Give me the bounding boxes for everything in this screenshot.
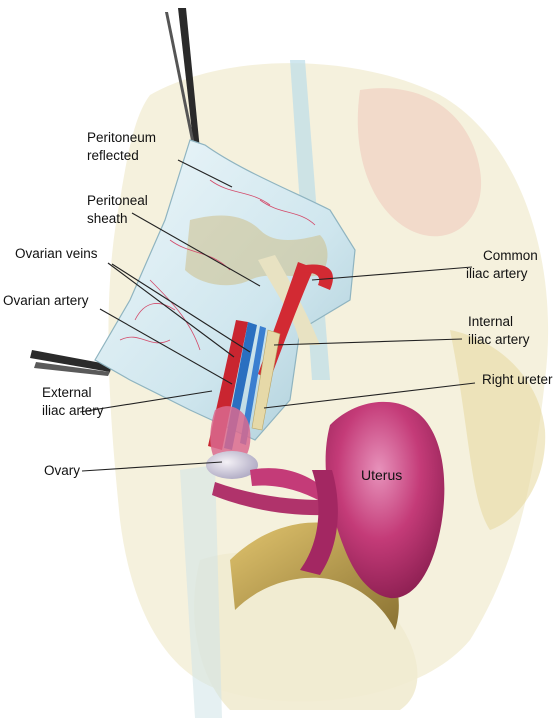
internal-iliac-artery xyxy=(304,264,333,290)
label-uterus: Uterus xyxy=(361,467,402,483)
leader-lines xyxy=(79,159,476,472)
label-peritoneum-reflected-2: reflected xyxy=(87,148,139,163)
label-right-ureter: Right ureter xyxy=(482,372,553,387)
label-ovarian-veins: Ovarian veins xyxy=(15,246,98,261)
label-internal-iliac-artery-1: Internal xyxy=(468,314,513,329)
label-ovary: Ovary xyxy=(44,463,80,478)
adnexa xyxy=(206,406,326,516)
label-external-iliac-artery-2: iliac artery xyxy=(42,403,104,418)
ovarian-vein-2 xyxy=(240,326,266,445)
uterus-shape xyxy=(300,401,445,599)
label-common-iliac-artery-2: iliac artery xyxy=(466,266,528,281)
retractor-instruments xyxy=(30,8,200,376)
peritoneum-flap xyxy=(94,139,356,441)
right-ureter xyxy=(251,329,281,431)
labels: Peritoneum reflected Peritoneal sheath O… xyxy=(3,130,553,483)
label-internal-iliac-artery-2: iliac artery xyxy=(468,332,530,347)
fallopian-tube xyxy=(250,468,320,500)
label-common-iliac-artery-1: Common xyxy=(483,248,538,263)
label-peritoneum-reflected-1: Peritoneum xyxy=(87,130,156,145)
label-external-iliac-artery-1: External xyxy=(42,385,92,400)
label-ovarian-artery: Ovarian artery xyxy=(3,293,89,308)
ovary-shape xyxy=(206,451,258,479)
label-peritoneal-sheath-2: sheath xyxy=(87,211,128,226)
label-peritoneal-sheath-1: Peritoneal xyxy=(87,193,148,208)
